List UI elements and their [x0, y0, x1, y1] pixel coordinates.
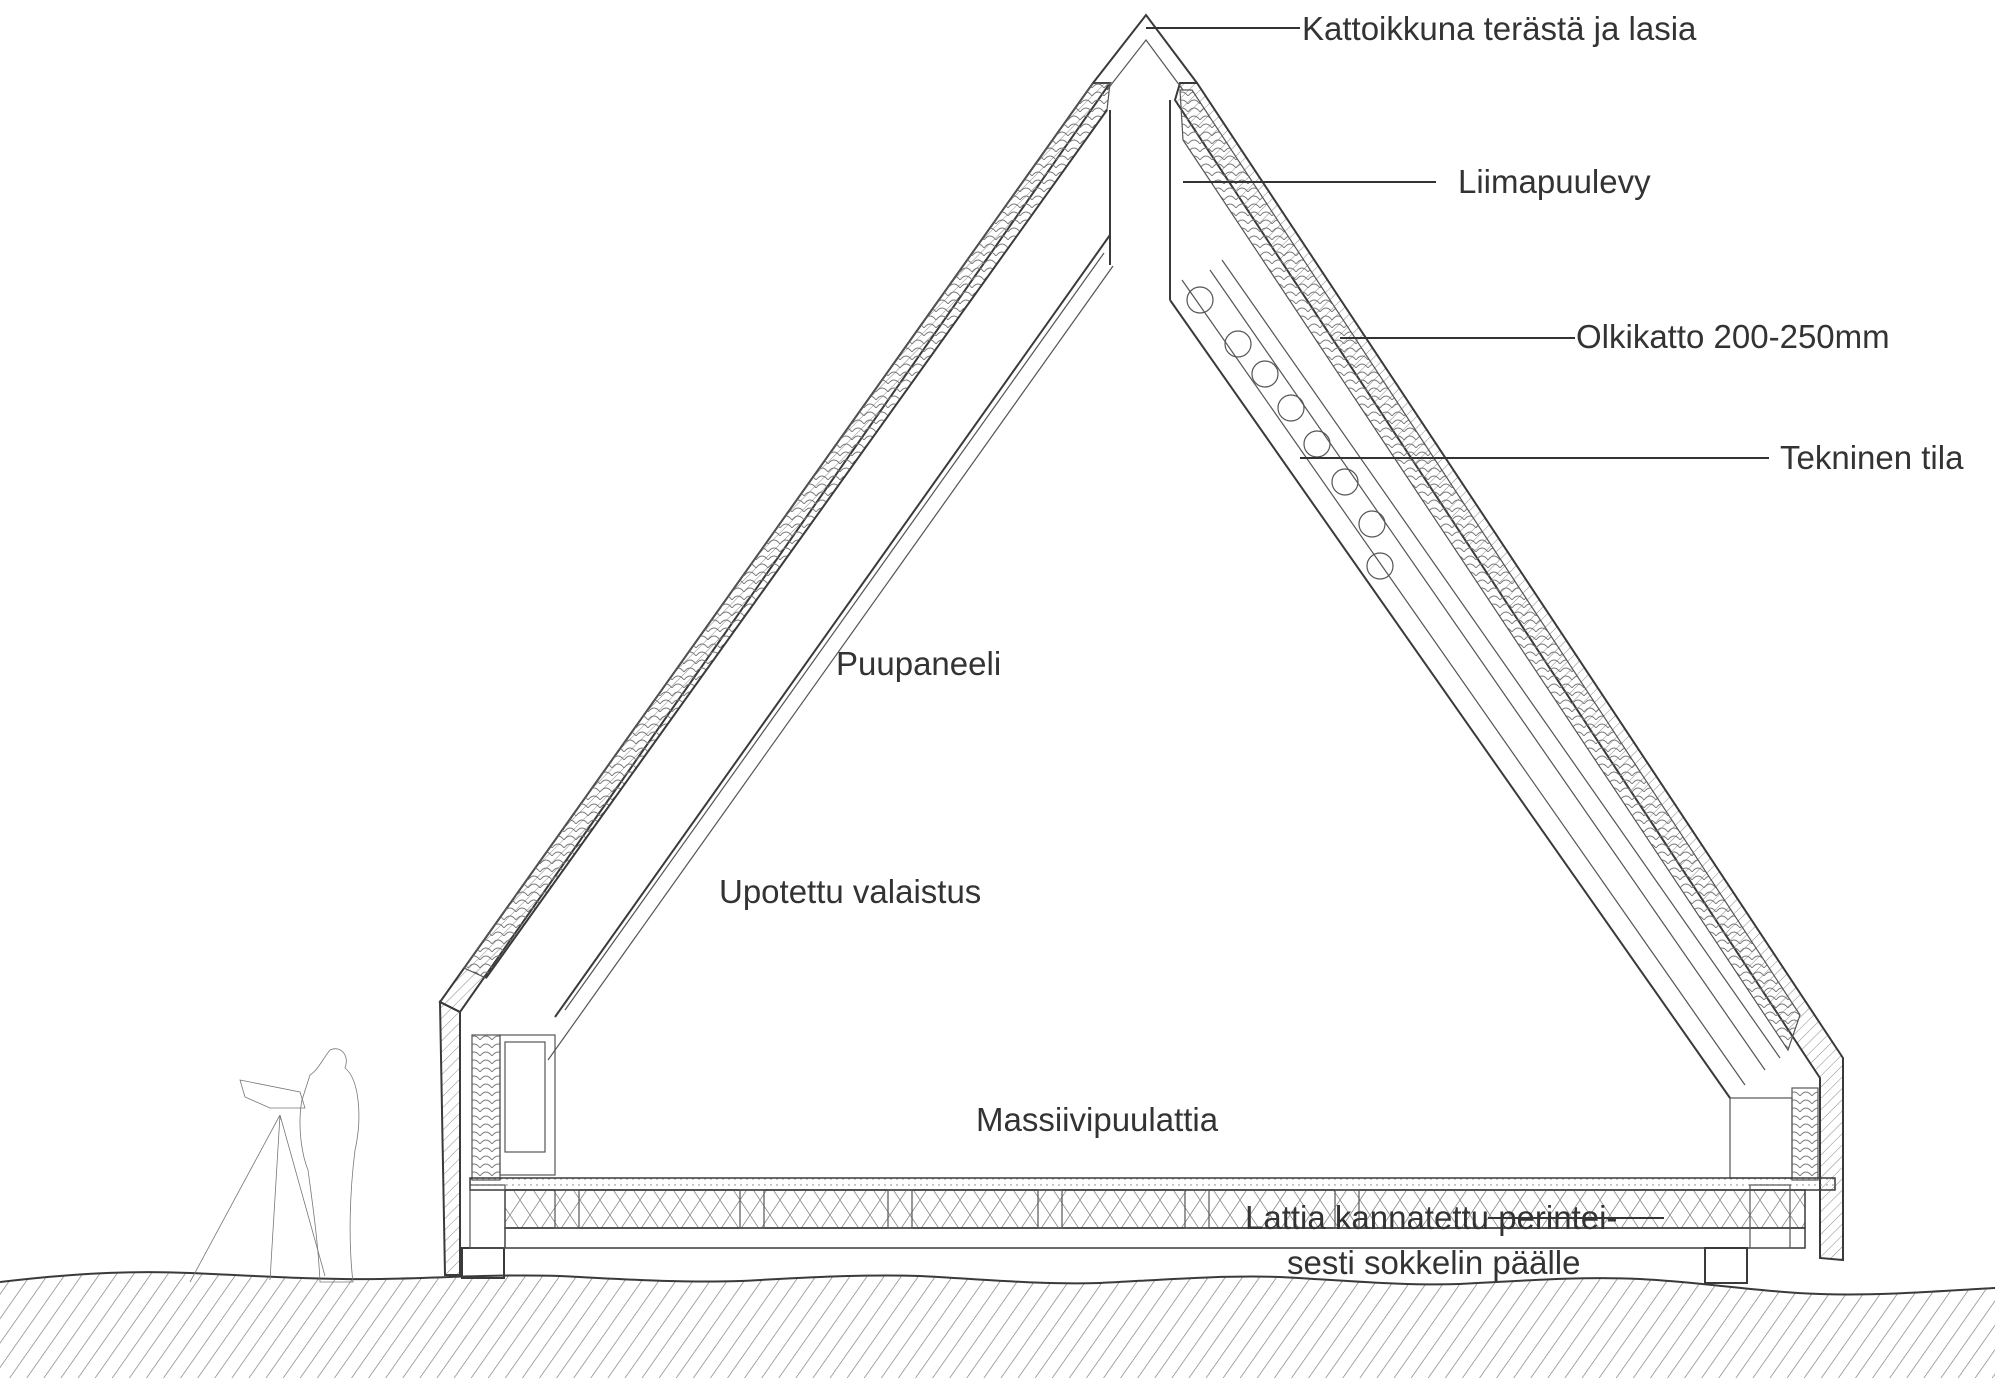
left-wall-insulation [471, 1034, 501, 1181]
right-inner-line-5 [1221, 259, 1781, 1059]
right-wall [1729, 1087, 1819, 1181]
duct-2 [1224, 330, 1252, 358]
left-wall-outer [438, 1000, 461, 1276]
left-inner-line-2 [554, 234, 1111, 1018]
right-inner-line-4 [1209, 269, 1766, 1071]
duct-8 [1366, 552, 1394, 580]
floor-beam-3 [887, 1189, 913, 1229]
floor-beam-1 [554, 1189, 580, 1229]
label-support-line-1: Lattia kannatettu perintei- [1245, 1199, 1617, 1236]
floor-beam-6 [1334, 1189, 1360, 1229]
left-insulation [463, 82, 1111, 979]
skylight-inner [1106, 39, 1184, 91]
left-wall-window [504, 1041, 546, 1153]
duct-4 [1277, 394, 1305, 422]
label-technical: Tekninen tila [1780, 439, 1964, 476]
duct-6 [1331, 468, 1359, 496]
left-wall-frame [499, 1034, 556, 1176]
left-plinth [461, 1247, 505, 1279]
skylight [1092, 13, 1198, 91]
duct-3 [1251, 360, 1279, 388]
leader-lines [1146, 27, 1769, 1219]
label-skylight: Kattoikkuna terästä ja lasia [1302, 10, 1697, 47]
right-wall-insulation [1791, 1087, 1819, 1181]
right-floor-edge [1749, 1184, 1791, 1249]
floor-beam-4 [1037, 1189, 1063, 1229]
label-floor: Massiivipuulattia [976, 1101, 1219, 1138]
technical-space-ducts [1186, 286, 1394, 580]
ground-line [0, 1271, 1995, 1296]
floor-beam-5 [1184, 1189, 1210, 1229]
floor-top-board [469, 1177, 1836, 1191]
left-wall [438, 1000, 556, 1276]
label-lighting: Upotettu valaistus [719, 873, 981, 910]
person-outline [299, 1048, 360, 1283]
left-inner-line-4 [547, 265, 1114, 1061]
labels: Kattoikkuna terästä ja lasia Liimapuulev… [719, 10, 1964, 1281]
label-support-line-2: sesti sokkelin päälle [1287, 1244, 1581, 1281]
skylight-frame [1092, 13, 1198, 84]
left-roof-slope [438, 82, 1114, 1061]
right-inner-line-2 [1169, 299, 1731, 1099]
left-floor-edge [469, 1184, 506, 1249]
left-inner-line-1 [485, 109, 1108, 979]
right-insulation [1179, 89, 1801, 1052]
right-inner-line-3 [1181, 279, 1746, 1086]
ground [0, 1271, 1995, 1378]
label-thatch: Olkikatto 200-250mm [1576, 318, 1890, 355]
camera [239, 1079, 306, 1109]
floor-beam-2 [739, 1189, 765, 1229]
person-with-tripod [189, 1048, 360, 1283]
left-inner-line-3 [564, 252, 1105, 1011]
right-wall-frame [1729, 1097, 1793, 1179]
floor-assembly [461, 1177, 1836, 1284]
ground-fill [0, 1272, 1995, 1378]
duct-1 [1186, 286, 1214, 314]
right-roof-slope [1169, 82, 1844, 1262]
tripod [189, 1114, 326, 1283]
right-plinth [1704, 1247, 1748, 1284]
duct-5 [1303, 430, 1331, 458]
label-glulam: Liimapuulevy [1458, 163, 1651, 200]
label-panel: Puupaneeli [836, 645, 1001, 682]
duct-7 [1358, 510, 1386, 538]
